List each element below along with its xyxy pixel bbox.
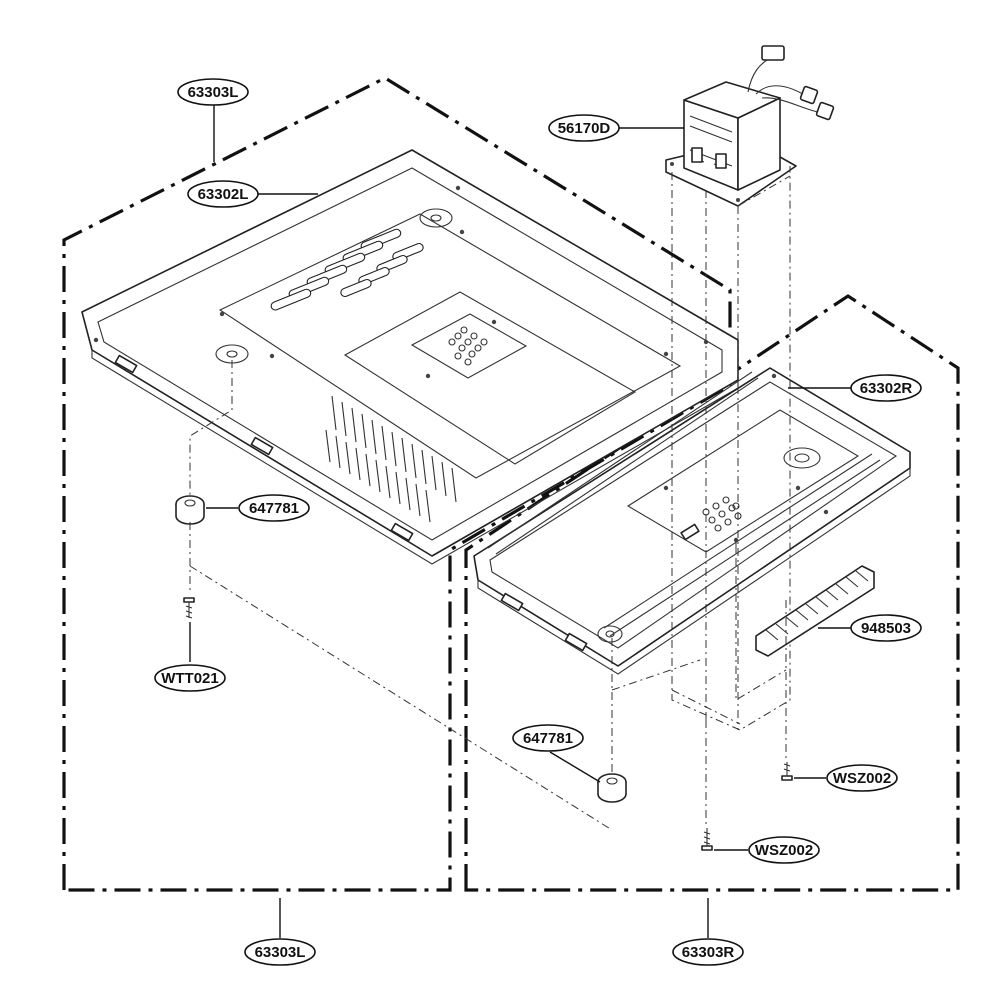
left-plate-louvers bbox=[325, 395, 457, 523]
callout-948503: 948503 bbox=[850, 614, 922, 642]
screw-right-upper bbox=[781, 762, 793, 781]
left-plate-grill-holes bbox=[448, 326, 488, 366]
transformer-connector-top bbox=[761, 45, 785, 61]
left-base-plate bbox=[81, 149, 739, 565]
label-63302L: 63302L bbox=[198, 186, 249, 203]
right-plate-tabs bbox=[500, 523, 700, 652]
left-plate-panel-center bbox=[343, 291, 637, 465]
left-plate-tabs bbox=[114, 354, 414, 542]
callout-WSZ002-lower: WSZ002 bbox=[748, 836, 820, 864]
transformer bbox=[665, 45, 835, 207]
right-plate-rail-inner bbox=[603, 453, 881, 637]
screw-right-lower bbox=[701, 828, 713, 851]
transformer-core-top bbox=[683, 81, 781, 119]
label-63302R: 63302R bbox=[860, 380, 913, 397]
callout-647781-lower: 647781 bbox=[512, 724, 584, 752]
label-56170D: 56170D bbox=[558, 120, 611, 137]
label-WTT021: WTT021 bbox=[161, 670, 219, 687]
callout-WTT021: WTT021 bbox=[154, 664, 226, 692]
label-63303L-bottom: 63303L bbox=[255, 944, 306, 961]
label-WSZ002-upper: WSZ002 bbox=[833, 770, 891, 787]
callout-leaders bbox=[189, 103, 851, 938]
callout-647781-upper: 647781 bbox=[238, 494, 310, 522]
label-63303L-top: 63303L bbox=[188, 84, 239, 101]
callout-63303R-bottom: 63303R bbox=[672, 938, 744, 966]
transformer-terminal-1 bbox=[691, 147, 703, 163]
callout-63303L-top: 63303L bbox=[177, 78, 249, 106]
callout-63303L-bottom: 63303L bbox=[244, 938, 316, 966]
label-647781-upper: 647781 bbox=[249, 500, 299, 517]
right-plate-front-edge bbox=[477, 468, 911, 675]
transformer-winding bbox=[689, 115, 733, 169]
left-plate-panel-large bbox=[218, 213, 682, 479]
label-948503: 948503 bbox=[861, 620, 911, 637]
right-plate-inner-panel bbox=[626, 409, 860, 553]
callout-WSZ002-upper: WSZ002 bbox=[826, 764, 898, 792]
left-plate-holes bbox=[93, 185, 709, 379]
right-assembly-boundary bbox=[464, 294, 960, 892]
callout-63302L: 63302L bbox=[187, 180, 259, 208]
callout-56170D: 56170D bbox=[548, 114, 620, 142]
transformer-terminal-2 bbox=[715, 153, 727, 169]
screw-left bbox=[183, 597, 195, 619]
transformer-projection-lines bbox=[671, 166, 791, 731]
left-plate-flange bbox=[97, 167, 723, 541]
right-plate-holes bbox=[663, 373, 829, 543]
heat-sink-fins bbox=[765, 570, 869, 641]
foot-lower bbox=[597, 773, 627, 803]
transformer-connector-2 bbox=[815, 101, 835, 121]
right-base-plate bbox=[473, 367, 911, 675]
foot-upper bbox=[175, 495, 205, 525]
heat-sink bbox=[755, 565, 875, 657]
left-plate-front-edge bbox=[91, 350, 739, 565]
assembly-guide-lines bbox=[189, 360, 787, 831]
left-plate-vent-slots bbox=[270, 228, 424, 311]
right-plate-rail bbox=[487, 371, 759, 555]
label-63303R-bottom: 63303R bbox=[682, 944, 735, 961]
right-plate-flange bbox=[489, 381, 898, 649]
left-plate-grill-panel bbox=[410, 313, 528, 379]
transformer-connector-1 bbox=[799, 85, 819, 105]
right-plate-bosses bbox=[597, 447, 821, 643]
label-647781-lower: 647781 bbox=[523, 730, 573, 747]
label-WSZ002-lower: WSZ002 bbox=[755, 842, 813, 859]
callout-63302R: 63302R bbox=[850, 374, 922, 402]
